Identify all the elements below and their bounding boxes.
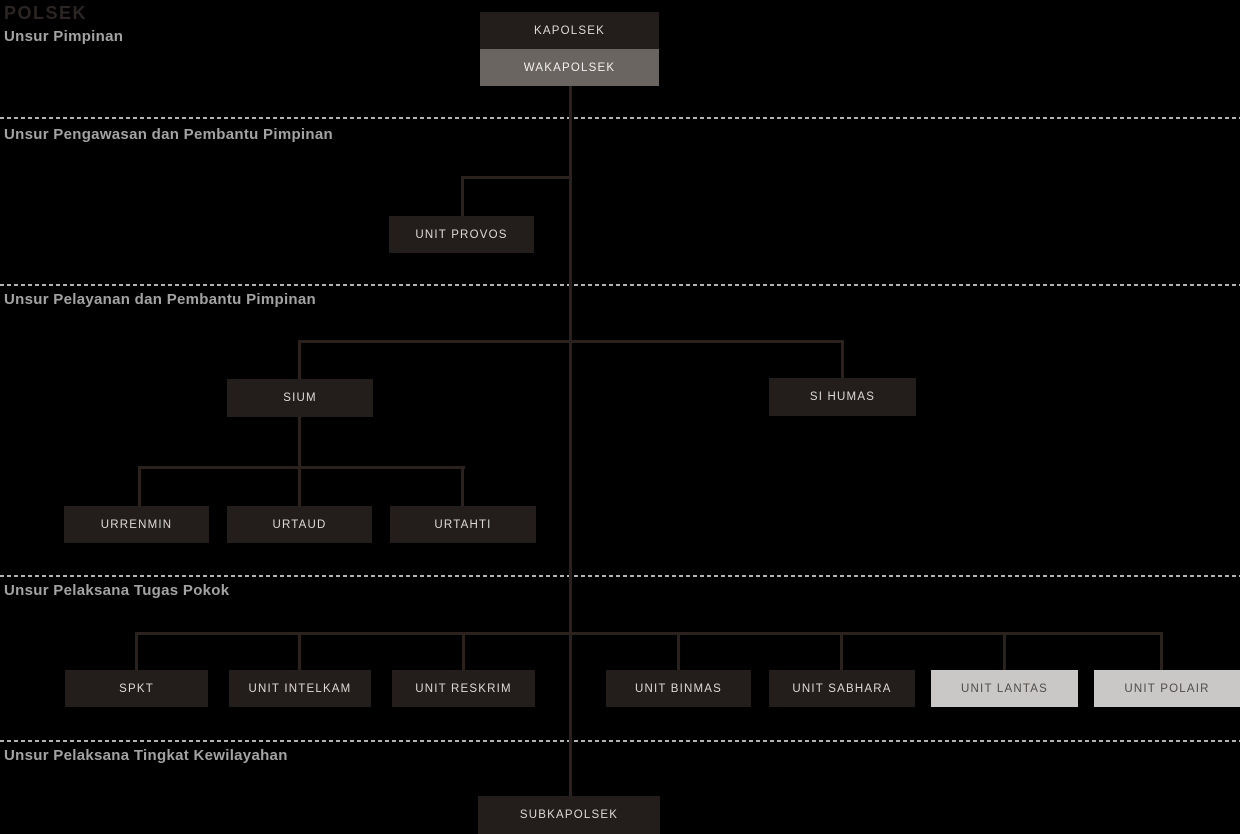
- connector-polair-vertical: [1160, 632, 1163, 670]
- node-urtahti: URTAHTI: [390, 506, 536, 543]
- node-unit-reskrim: UNIT RESKRIM: [392, 670, 535, 707]
- connector-sium-children-stem: [298, 416, 301, 468]
- section-label-pelayanan: Unsur Pelayanan dan Pembantu Pimpinan: [4, 291, 317, 308]
- node-unit-polair: UNIT POLAIR: [1094, 670, 1240, 707]
- connector-lantas-vertical: [1003, 632, 1006, 670]
- section-label-kewilayahan: Unsur Pelaksana Tingkat Kewilayahan: [4, 747, 288, 764]
- node-kapolsek: KAPOLSEK: [480, 12, 659, 49]
- section-label-pengawasan: Unsur Pengawasan dan Pembantu Pimpinan: [4, 126, 333, 143]
- section-divider-4: [0, 740, 1240, 742]
- section-divider-1: [0, 117, 1240, 119]
- node-urrenmin: URRENMIN: [64, 506, 209, 543]
- node-wakapolsek: WAKAPOLSEK: [480, 49, 659, 86]
- connector-intelkam-vertical: [298, 632, 301, 670]
- connector-binmas-vertical: [677, 632, 680, 670]
- section-label-pelaksana-pokok: Unsur Pelaksana Tugas Pokok: [4, 582, 230, 599]
- page-title: POLSEK: [4, 3, 88, 23]
- connector-row2-horizontal: [298, 340, 844, 343]
- node-sium: SIUM: [227, 379, 373, 417]
- node-unit-binmas: UNIT BINMAS: [606, 670, 751, 707]
- node-spkt: SPKT: [65, 670, 208, 707]
- section-divider-2: [0, 284, 1240, 286]
- connector-sihumas-vertical: [841, 340, 844, 378]
- node-subkapolsek: SUBKAPOLSEK: [478, 796, 660, 834]
- node-urtaud: URTAUD: [227, 506, 372, 543]
- section-label-pimpinan: Unsur Pimpinan: [4, 28, 124, 45]
- section-divider-3: [0, 575, 1240, 577]
- connector-spkt-vertical: [135, 632, 138, 670]
- connector-trunk: [569, 86, 572, 796]
- node-unit-lantas: UNIT LANTAS: [931, 670, 1078, 707]
- connector-provos-horizontal: [461, 176, 572, 179]
- connector-sium-children-horizontal: [138, 466, 465, 469]
- connector-provos-vertical: [461, 176, 464, 216]
- connector-reskrim-vertical: [462, 632, 465, 670]
- node-si-humas: SI HUMAS: [769, 378, 916, 416]
- connector-urrenmin-vertical: [138, 466, 141, 506]
- node-unit-sabhara: UNIT SABHARA: [769, 670, 915, 707]
- connector-urtahti-vertical: [461, 466, 464, 506]
- connector-sabhara-vertical: [840, 632, 843, 670]
- connector-row4-horizontal: [135, 632, 1163, 635]
- node-unit-intelkam: UNIT INTELKAM: [229, 670, 371, 707]
- node-unit-provos: UNIT PROVOS: [389, 216, 534, 253]
- connector-urtaud-vertical: [298, 466, 301, 506]
- connector-sium-vertical: [298, 340, 301, 379]
